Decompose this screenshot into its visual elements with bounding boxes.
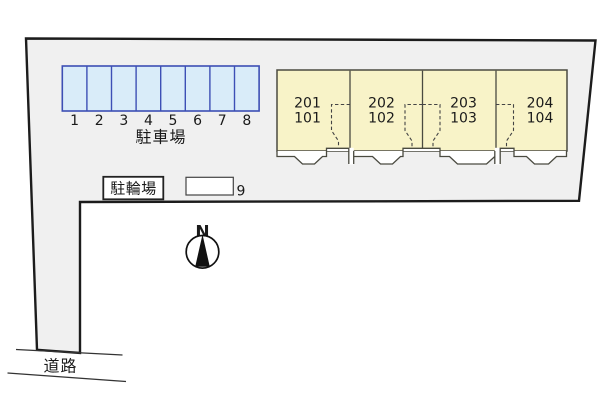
road-edge-line-lower [7,372,127,383]
compass-needle-icon [195,234,210,267]
unit-number-lower: 104 [527,111,554,127]
staircase-dashed-outline [330,103,515,148]
parking-stall-number: 6 [193,113,202,129]
unit-number-lower: 101 [294,111,321,127]
space-9-label: 9 [237,184,246,200]
porch-gap [494,147,501,165]
entrance-porch-fill [353,148,495,164]
parking-lot-label: 駐車場 [135,128,186,147]
parking-stall-number: 7 [218,113,227,129]
road-label: 道路 [43,357,77,376]
entrance-porch-fill [500,148,567,164]
space-9-rect [185,176,234,196]
bicycle-parking-label: 駐輪場 [110,180,157,198]
unit-number-lower: 102 [368,111,395,127]
parking-stall-number: 8 [242,113,251,129]
parking-stall-number: 3 [119,113,128,129]
unit-number-upper: 203 [450,96,477,112]
unit-number-lower: 103 [450,111,477,127]
unit-number-upper: 204 [527,96,554,112]
parking-stall-number: 5 [169,113,178,129]
porch-gap [348,147,354,165]
bicycle-parking-box [102,175,165,201]
unit-number-upper: 202 [368,96,395,112]
parking-stall-number: 1 [70,113,79,129]
entrance-porch-fill [277,148,349,164]
parking-stall-number: 2 [95,113,104,129]
entrance-porch-outline [499,147,568,165]
entrance-porch-outline [353,147,496,165]
entrance-porch-outline [276,147,350,165]
road-edge-line-upper [15,348,123,356]
unit-divider-walls [349,70,497,151]
parking-stall-number: 4 [144,113,153,129]
parking-stall-dividers [86,66,236,111]
unit-number-upper: 201 [294,96,321,112]
